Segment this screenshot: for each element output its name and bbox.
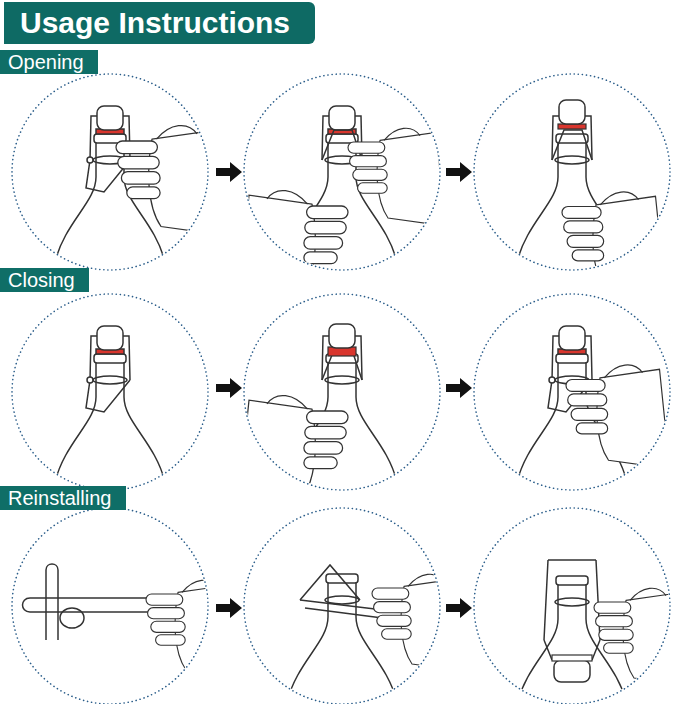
section-label: Opening bbox=[8, 51, 84, 73]
section-band: Closing bbox=[0, 268, 89, 292]
dotted-circles bbox=[12, 74, 670, 704]
section-band: Opening bbox=[0, 50, 98, 74]
section-label: Closing bbox=[8, 269, 75, 291]
title-text: Usage Instructions bbox=[20, 6, 290, 39]
section-label: Reinstalling bbox=[8, 487, 111, 509]
title-banner: Usage Instructions bbox=[4, 2, 315, 44]
step-arrows bbox=[216, 162, 472, 618]
section-band: Reinstalling bbox=[0, 486, 126, 510]
